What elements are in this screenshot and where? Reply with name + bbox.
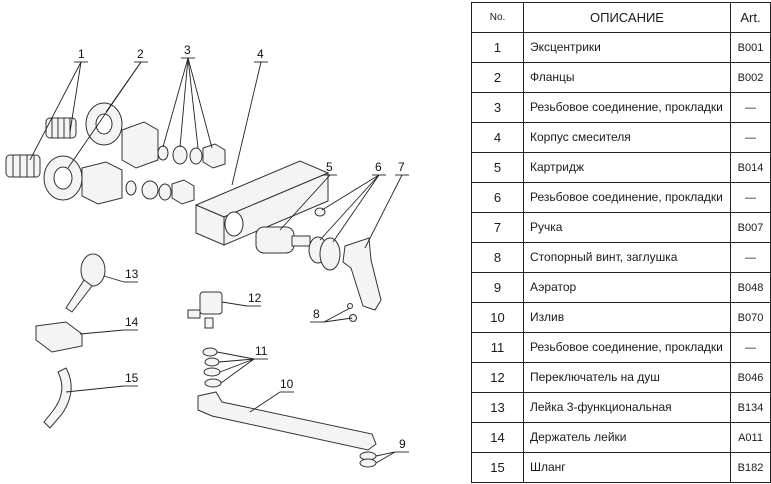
cell-no: 1 <box>471 32 524 63</box>
callout-10: 10 <box>280 377 294 391</box>
part-aerator <box>359 451 377 468</box>
header-no: No. <box>471 2 524 33</box>
part-shower-head <box>65 253 106 313</box>
cell-description: Держатель лейки <box>523 422 731 453</box>
cell-no: 3 <box>471 92 524 123</box>
callout-9: 9 <box>399 437 406 451</box>
cell-no: 8 <box>471 242 524 273</box>
cell-no: 11 <box>471 332 524 363</box>
cell-no: 10 <box>471 302 524 333</box>
cell-description: Ручка <box>523 212 731 243</box>
cell-no: 4 <box>471 122 524 153</box>
callout-2: 2 <box>137 47 144 61</box>
cell-no: 5 <box>471 152 524 183</box>
callout-3: 3 <box>184 43 191 57</box>
part-shower-holder <box>35 321 83 353</box>
part-hose <box>43 367 72 429</box>
cell-art: — <box>730 242 771 273</box>
callout-14: 14 <box>125 315 139 329</box>
cell-description: Резьбовое соединение, прокладки <box>523 92 731 123</box>
cell-description: Резьбовое соединение, прокладки <box>523 182 731 213</box>
callout-15: 15 <box>125 371 139 385</box>
cell-art: B048 <box>730 272 771 303</box>
cell-description: Переключатель на душ <box>523 362 731 393</box>
callout-11: 11 <box>255 344 268 358</box>
callout-6: 6 <box>375 160 382 174</box>
cell-no: 15 <box>471 452 524 483</box>
part-cartridge <box>255 226 311 254</box>
cell-description: Излив <box>523 302 731 333</box>
part-mixer-body <box>194 160 330 246</box>
cell-art: B182 <box>730 452 771 483</box>
part-eccentrics <box>5 117 77 178</box>
cell-no: 14 <box>471 422 524 453</box>
cell-no: 9 <box>471 272 524 303</box>
cell-art: B002 <box>730 62 771 93</box>
cell-no: 6 <box>471 182 524 213</box>
cell-art: B046 <box>730 362 771 393</box>
part-diverter <box>187 291 223 329</box>
part-flanges <box>43 102 159 205</box>
part-threaded-connections-6 <box>308 207 341 271</box>
cell-description: Фланцы <box>523 62 731 93</box>
callout-13: 13 <box>125 267 139 281</box>
cell-description: Картридж <box>523 152 731 183</box>
part-handle <box>342 237 382 311</box>
callout-8: 8 <box>313 307 320 321</box>
cell-description: Аэратор <box>523 272 731 303</box>
cell-art: — <box>730 92 771 123</box>
cell-art: B007 <box>730 212 771 243</box>
header-description: ОПИСАНИЕ <box>523 2 731 33</box>
cell-description: Стопорный винт, заглушка <box>523 242 731 273</box>
part-threaded-connections-11 <box>202 347 222 388</box>
cell-art: B014 <box>730 152 771 183</box>
cell-art: A011 <box>730 422 771 453</box>
callout-7: 7 <box>398 160 405 174</box>
cell-no: 12 <box>471 362 524 393</box>
callout-4: 4 <box>257 47 264 61</box>
callout-12: 12 <box>248 291 262 305</box>
part-spout <box>197 391 377 451</box>
cell-description: Лейка 3-функциональная <box>523 392 731 423</box>
cell-description: Резьбовое соединение, прокладки <box>523 332 731 363</box>
exploded-parts-diagram: 1 2 3 4 5 6 7 8 9 10 11 12 13 14 15 <box>5 43 409 468</box>
cell-no: 7 <box>471 212 524 243</box>
cell-no: 13 <box>471 392 524 423</box>
callout-5: 5 <box>326 160 333 174</box>
cell-no: 2 <box>471 62 524 93</box>
cell-description: Корпус смесителя <box>523 122 731 153</box>
part-threaded-connections-3 <box>125 143 226 205</box>
callout-1: 1 <box>78 47 85 61</box>
cell-description: Эксцентрики <box>523 32 731 63</box>
cell-art: — <box>730 122 771 153</box>
cell-art: B134 <box>730 392 771 423</box>
header-art: Art. <box>730 2 771 33</box>
cell-art: B070 <box>730 302 771 333</box>
cell-art: — <box>730 182 771 213</box>
cell-description: Шланг <box>523 452 731 483</box>
table-header-row: No. ОПИСАНИЕ Art. <box>471 2 771 33</box>
cell-art: B001 <box>730 32 771 63</box>
cell-art: — <box>730 332 771 363</box>
